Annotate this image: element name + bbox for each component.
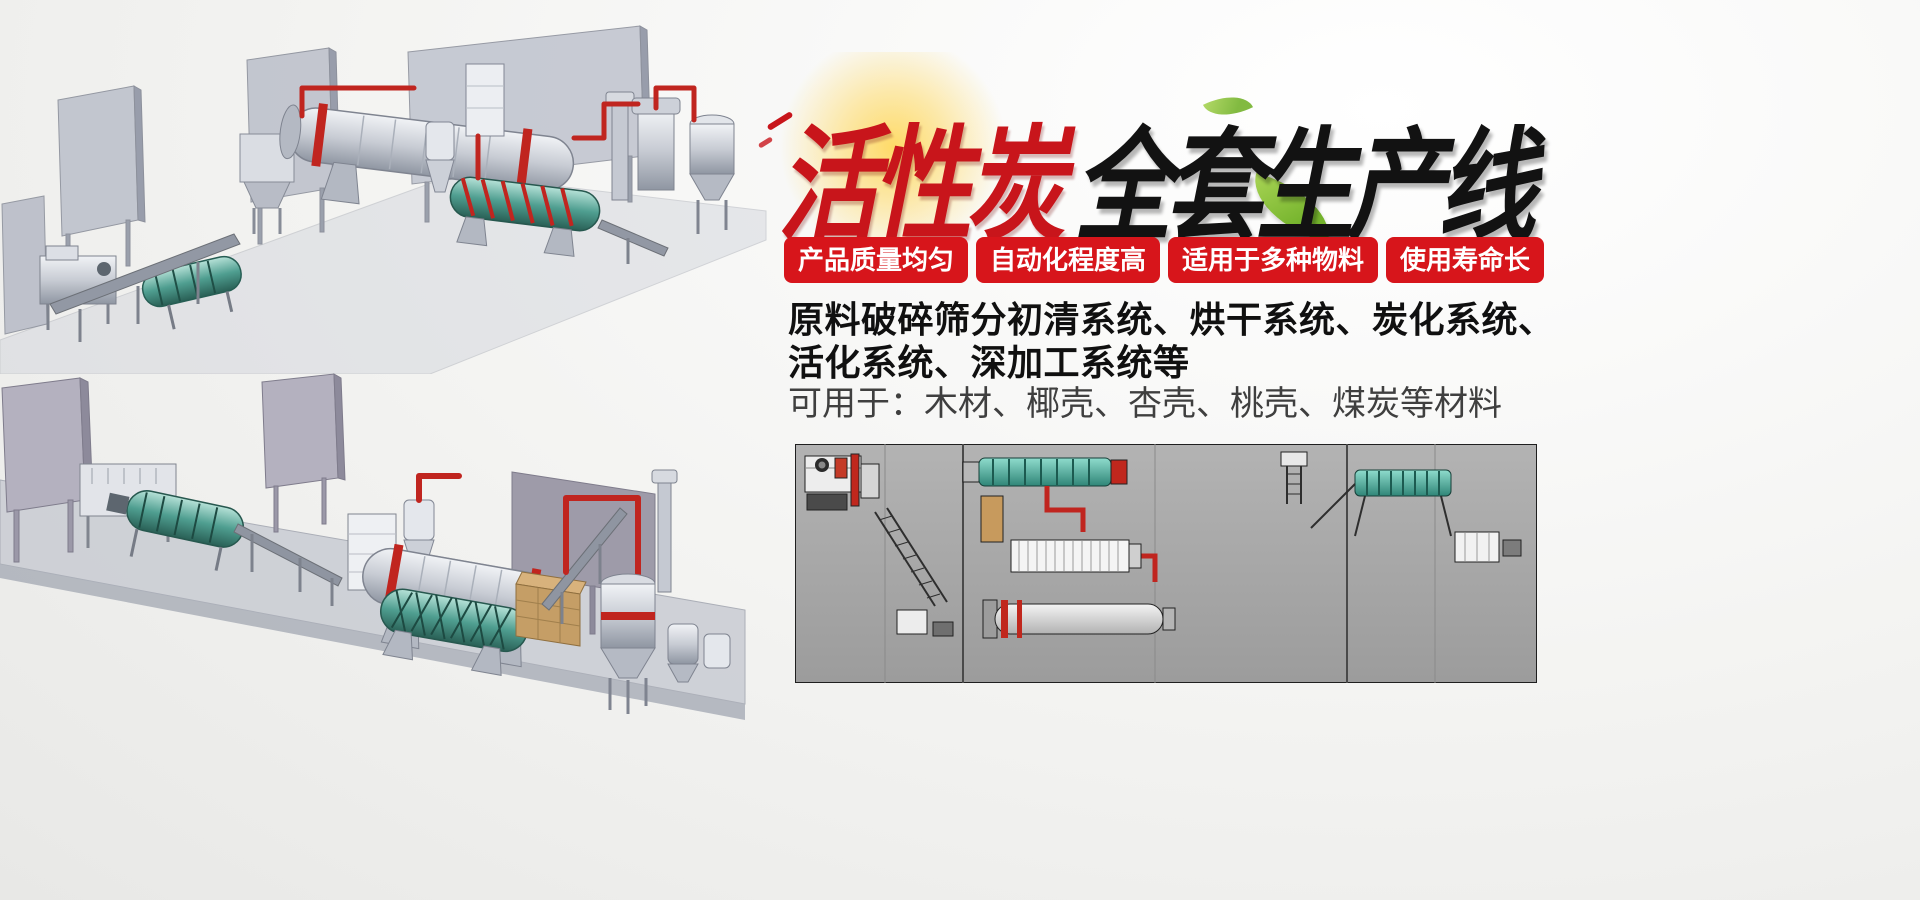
storage-tanks (667, 623, 731, 683)
diagram-feeder-unit (804, 453, 880, 511)
materials-line: 可用于：木材、椰壳、杏壳、桃壳、煤炭等材料 (788, 385, 1502, 423)
diagram-red-piping (1044, 486, 1158, 582)
plant-layout-diagram (795, 444, 1537, 683)
red-piping (299, 85, 697, 181)
red-piping (416, 473, 641, 579)
trommel-screen (106, 490, 245, 571)
diagram-activation-drum (982, 599, 1176, 639)
production-line-render-bottom (0, 373, 746, 720)
systems-line-1: 原料破碎筛分初清系统、烘干系统、炭化系统、 (788, 299, 1555, 340)
transfer-conveyor (233, 523, 343, 606)
diagram-ribbed-cooler (1010, 539, 1142, 573)
diagram-inclined-conveyor (874, 507, 948, 607)
systems-description: 原料破碎筛分初清系统、烘干系统、炭化系统、 活化系统、深加工系统等 (788, 298, 1555, 384)
activation-drum (449, 176, 601, 257)
badge-quality: 产品质量均匀 (784, 237, 969, 283)
diagram-dryer-drum (962, 457, 1128, 487)
carbonization-furnace (600, 573, 656, 714)
feeding-conveyor (541, 507, 628, 624)
cyclone-separator (425, 121, 455, 193)
inclined-conveyor (49, 233, 241, 342)
activation-drum (380, 588, 528, 676)
systems-line-2: 活化系统、深加工系统等 (788, 342, 1190, 383)
badge-lifespan: 使用寿命长 (1386, 237, 1545, 283)
trommel-screen (141, 255, 242, 330)
dust-collector-cabinet (465, 63, 505, 137)
diagram-packing-conveyor (1310, 469, 1452, 537)
production-line-render-top (0, 25, 767, 374)
badge-materials: 适用于多种物料 (1168, 237, 1379, 283)
wall-panels (1, 373, 656, 641)
elevator-tower (651, 469, 678, 593)
diagram-small-units (896, 609, 954, 637)
diagram-elevator (1280, 451, 1308, 504)
feature-badges: 产品质量均匀 自动化程度高 适用于多种物料 使用寿命长 (784, 237, 1545, 283)
discharge-conveyor (597, 219, 669, 264)
diagram-kiln-block (980, 495, 1004, 543)
badge-automation: 自动化程度高 (976, 237, 1161, 283)
diagram-packing-units (1454, 531, 1522, 563)
brick-kiln (515, 571, 587, 647)
